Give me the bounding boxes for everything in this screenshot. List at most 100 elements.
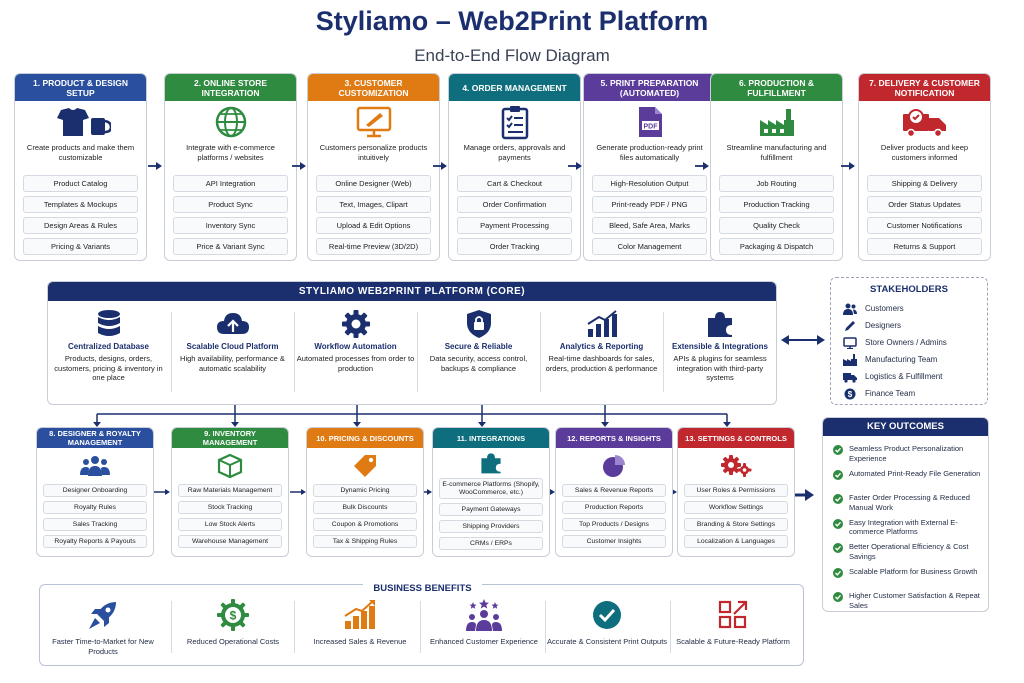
step-item[interactable]: API Integration <box>173 175 288 192</box>
step-item[interactable]: Payment Processing <box>457 217 572 234</box>
outcome-item: Faster Order Processing & Reduced Manual… <box>823 493 988 518</box>
designer-screen-icon <box>356 106 391 138</box>
step-item[interactable]: Templates & Mockups <box>23 196 138 213</box>
step-item[interactable]: Customer Notifications <box>867 217 982 234</box>
page-subtitle: End-to-End Flow Diagram <box>414 46 610 65</box>
core-feature: Workflow Automation Automated processes … <box>295 308 416 400</box>
benefit-item: $ Reduced Operational Costs <box>170 597 296 647</box>
outcome-label: Seamless Product Personalization Experie… <box>849 444 964 463</box>
tshirt-mug-icon <box>56 108 111 136</box>
step-item[interactable]: Online Designer (Web) <box>316 175 431 192</box>
step-item[interactable]: High-Resolution Output <box>592 175 707 192</box>
module-item[interactable]: Workflow Settings <box>684 501 788 514</box>
outcome-item: Scalable Platform for Business Growth <box>823 567 988 592</box>
step-item[interactable]: Job Routing <box>719 175 834 192</box>
module-item[interactable]: Royalty Reports & Payouts <box>43 535 147 548</box>
flow-arrow-icon <box>695 162 709 170</box>
stakeholder-item: Store Owners / Admins <box>831 334 987 351</box>
step-description: Create products and make them customizab… <box>26 143 135 162</box>
stakeholder-label: Store Owners / Admins <box>865 338 947 347</box>
step-item[interactable]: Inventory Sync <box>173 217 288 234</box>
module-item[interactable]: Raw Materials Management <box>178 484 282 497</box>
step-item[interactable]: Text, Images, Clipart <box>316 196 431 213</box>
module-item[interactable]: Top Products / Designs <box>562 518 666 531</box>
step-item[interactable]: Order Tracking <box>457 238 572 255</box>
benefit-label: Scalable & Future-Ready Platform <box>676 637 790 646</box>
step-item[interactable]: Quality Check <box>719 217 834 234</box>
module-heading: 9. INVENTORY MANAGEMENT <box>172 428 288 448</box>
bidirectional-arrow-icon <box>781 335 825 345</box>
core-heading: STYLIAMO WEB2PRINT PLATFORM (CORE) <box>48 282 776 301</box>
step-item[interactable]: Shipping & Delivery <box>867 175 982 192</box>
module-item[interactable]: Dynamic Pricing <box>313 484 417 497</box>
core-feature-title: Scalable Cloud Platform <box>186 342 279 351</box>
module-13-card: 13. SETTINGS & CONTROLS User Roles & Per… <box>677 427 795 557</box>
step-item[interactable]: Pricing & Variants <box>23 238 138 255</box>
step-item[interactable]: Print-ready PDF / PNG <box>592 196 707 213</box>
step-item[interactable]: Bleed, Safe Area, Marks <box>592 217 707 234</box>
module-10-card: 10. PRICING & DISCOUNTS Dynamic Pricing … <box>306 427 424 557</box>
module-item[interactable]: Localization & Languages <box>684 535 788 548</box>
module-item[interactable]: Coupon & Promotions <box>313 518 417 531</box>
step-item[interactable]: Real-time Preview (3D/2D) <box>316 238 431 255</box>
flow-arrow-icon <box>841 162 855 170</box>
module-item[interactable]: Bulk Discounts <box>313 501 417 514</box>
module-item[interactable]: Tax & Shipping Rules <box>313 535 417 548</box>
step-item[interactable]: Cart & Checkout <box>457 175 572 192</box>
core-feature: Extensible & Integrations APIs & plugins… <box>664 308 776 400</box>
core-feature-title: Analytics & Reporting <box>559 342 644 351</box>
factory-icon <box>843 353 857 366</box>
svg-text:PDF: PDF <box>643 124 658 131</box>
module-item[interactable]: Sales Tracking <box>43 518 147 531</box>
step-heading: 2. ONLINE STORE INTEGRATION <box>165 74 296 101</box>
module-item[interactable]: CRMs / ERPs <box>439 537 543 550</box>
step-item[interactable]: Price & Variant Sync <box>173 238 288 255</box>
core-feature: Secure & Reliable Data security, access … <box>418 308 539 400</box>
database-icon <box>97 310 120 336</box>
module-item[interactable]: Stock Tracking <box>178 501 282 514</box>
module-item[interactable]: E-commerce Platforms (Shopify, WooCommer… <box>439 478 543 499</box>
step-item[interactable]: Returns & Support <box>867 238 982 255</box>
clipboard-icon <box>501 106 528 140</box>
module-item[interactable]: Designer Onboarding <box>43 484 147 497</box>
outcome-label: Faster Order Processing & Reduced Manual… <box>849 493 970 512</box>
core-platform-panel: STYLIAMO WEB2PRINT PLATFORM (CORE) Centr… <box>47 281 777 405</box>
module-item[interactable]: Low Stock Alerts <box>178 518 282 531</box>
step-heading: 6. PRODUCTION & FULFILLMENT <box>711 74 842 101</box>
benefits-heading: BUSINESS BENEFITS <box>363 583 482 594</box>
step-item[interactable]: Order Confirmation <box>457 196 572 213</box>
module-heading: 12. REPORTS & INSIGHTS <box>556 428 672 448</box>
step-item[interactable]: Production Tracking <box>719 196 834 213</box>
step-heading: 1. PRODUCT & DESIGN SETUP <box>15 74 146 101</box>
module-item[interactable]: Payment Gateways <box>439 503 543 516</box>
check-circle-icon <box>833 567 843 578</box>
step-item[interactable]: Product Sync <box>173 196 288 213</box>
pie-chart-icon <box>603 455 625 477</box>
step-item[interactable]: Upload & Edit Options <box>316 217 431 234</box>
stakeholders-heading: STAKEHOLDERS <box>870 284 948 295</box>
step-item[interactable]: Product Catalog <box>23 175 138 192</box>
step-item[interactable]: Color Management <box>592 238 707 255</box>
stakeholder-label: Designers <box>865 321 902 330</box>
stakeholder-item: $ Finance Team <box>831 385 987 402</box>
module-item[interactable]: Production Reports <box>562 501 666 514</box>
module-heading: 11. INTEGRATIONS <box>433 428 549 448</box>
module-item[interactable]: Royalty Rules <box>43 501 147 514</box>
outcome-label: Automated Print-Ready File Generation <box>849 468 981 478</box>
flow-arrow-icon <box>433 162 447 170</box>
module-item[interactable]: Branding & Store Settings <box>684 518 788 531</box>
outcome-item: Higher Customer Satisfaction & Repeat Sa… <box>823 591 988 616</box>
module-item[interactable]: Customer Insights <box>562 535 666 548</box>
benefit-item: Accurate & Consistent Print Outputs <box>544 597 670 647</box>
step-item[interactable]: Packaging & Dispatch <box>719 238 834 255</box>
step-item[interactable]: Design Areas & Rules <box>23 217 138 234</box>
module-item[interactable]: User Roles & Permissions <box>684 484 788 497</box>
step-item[interactable]: Order Status Updates <box>867 196 982 213</box>
outcome-label: Scalable Platform for Business Growth <box>849 566 978 576</box>
stakeholder-label: Customers <box>865 304 904 313</box>
module-item[interactable]: Warehouse Management <box>178 535 282 548</box>
module-item[interactable]: Sales & Revenue Reports <box>562 484 666 497</box>
module-item[interactable]: Shipping Providers <box>439 520 543 533</box>
benefit-item: Increased Sales & Revenue <box>297 597 423 647</box>
